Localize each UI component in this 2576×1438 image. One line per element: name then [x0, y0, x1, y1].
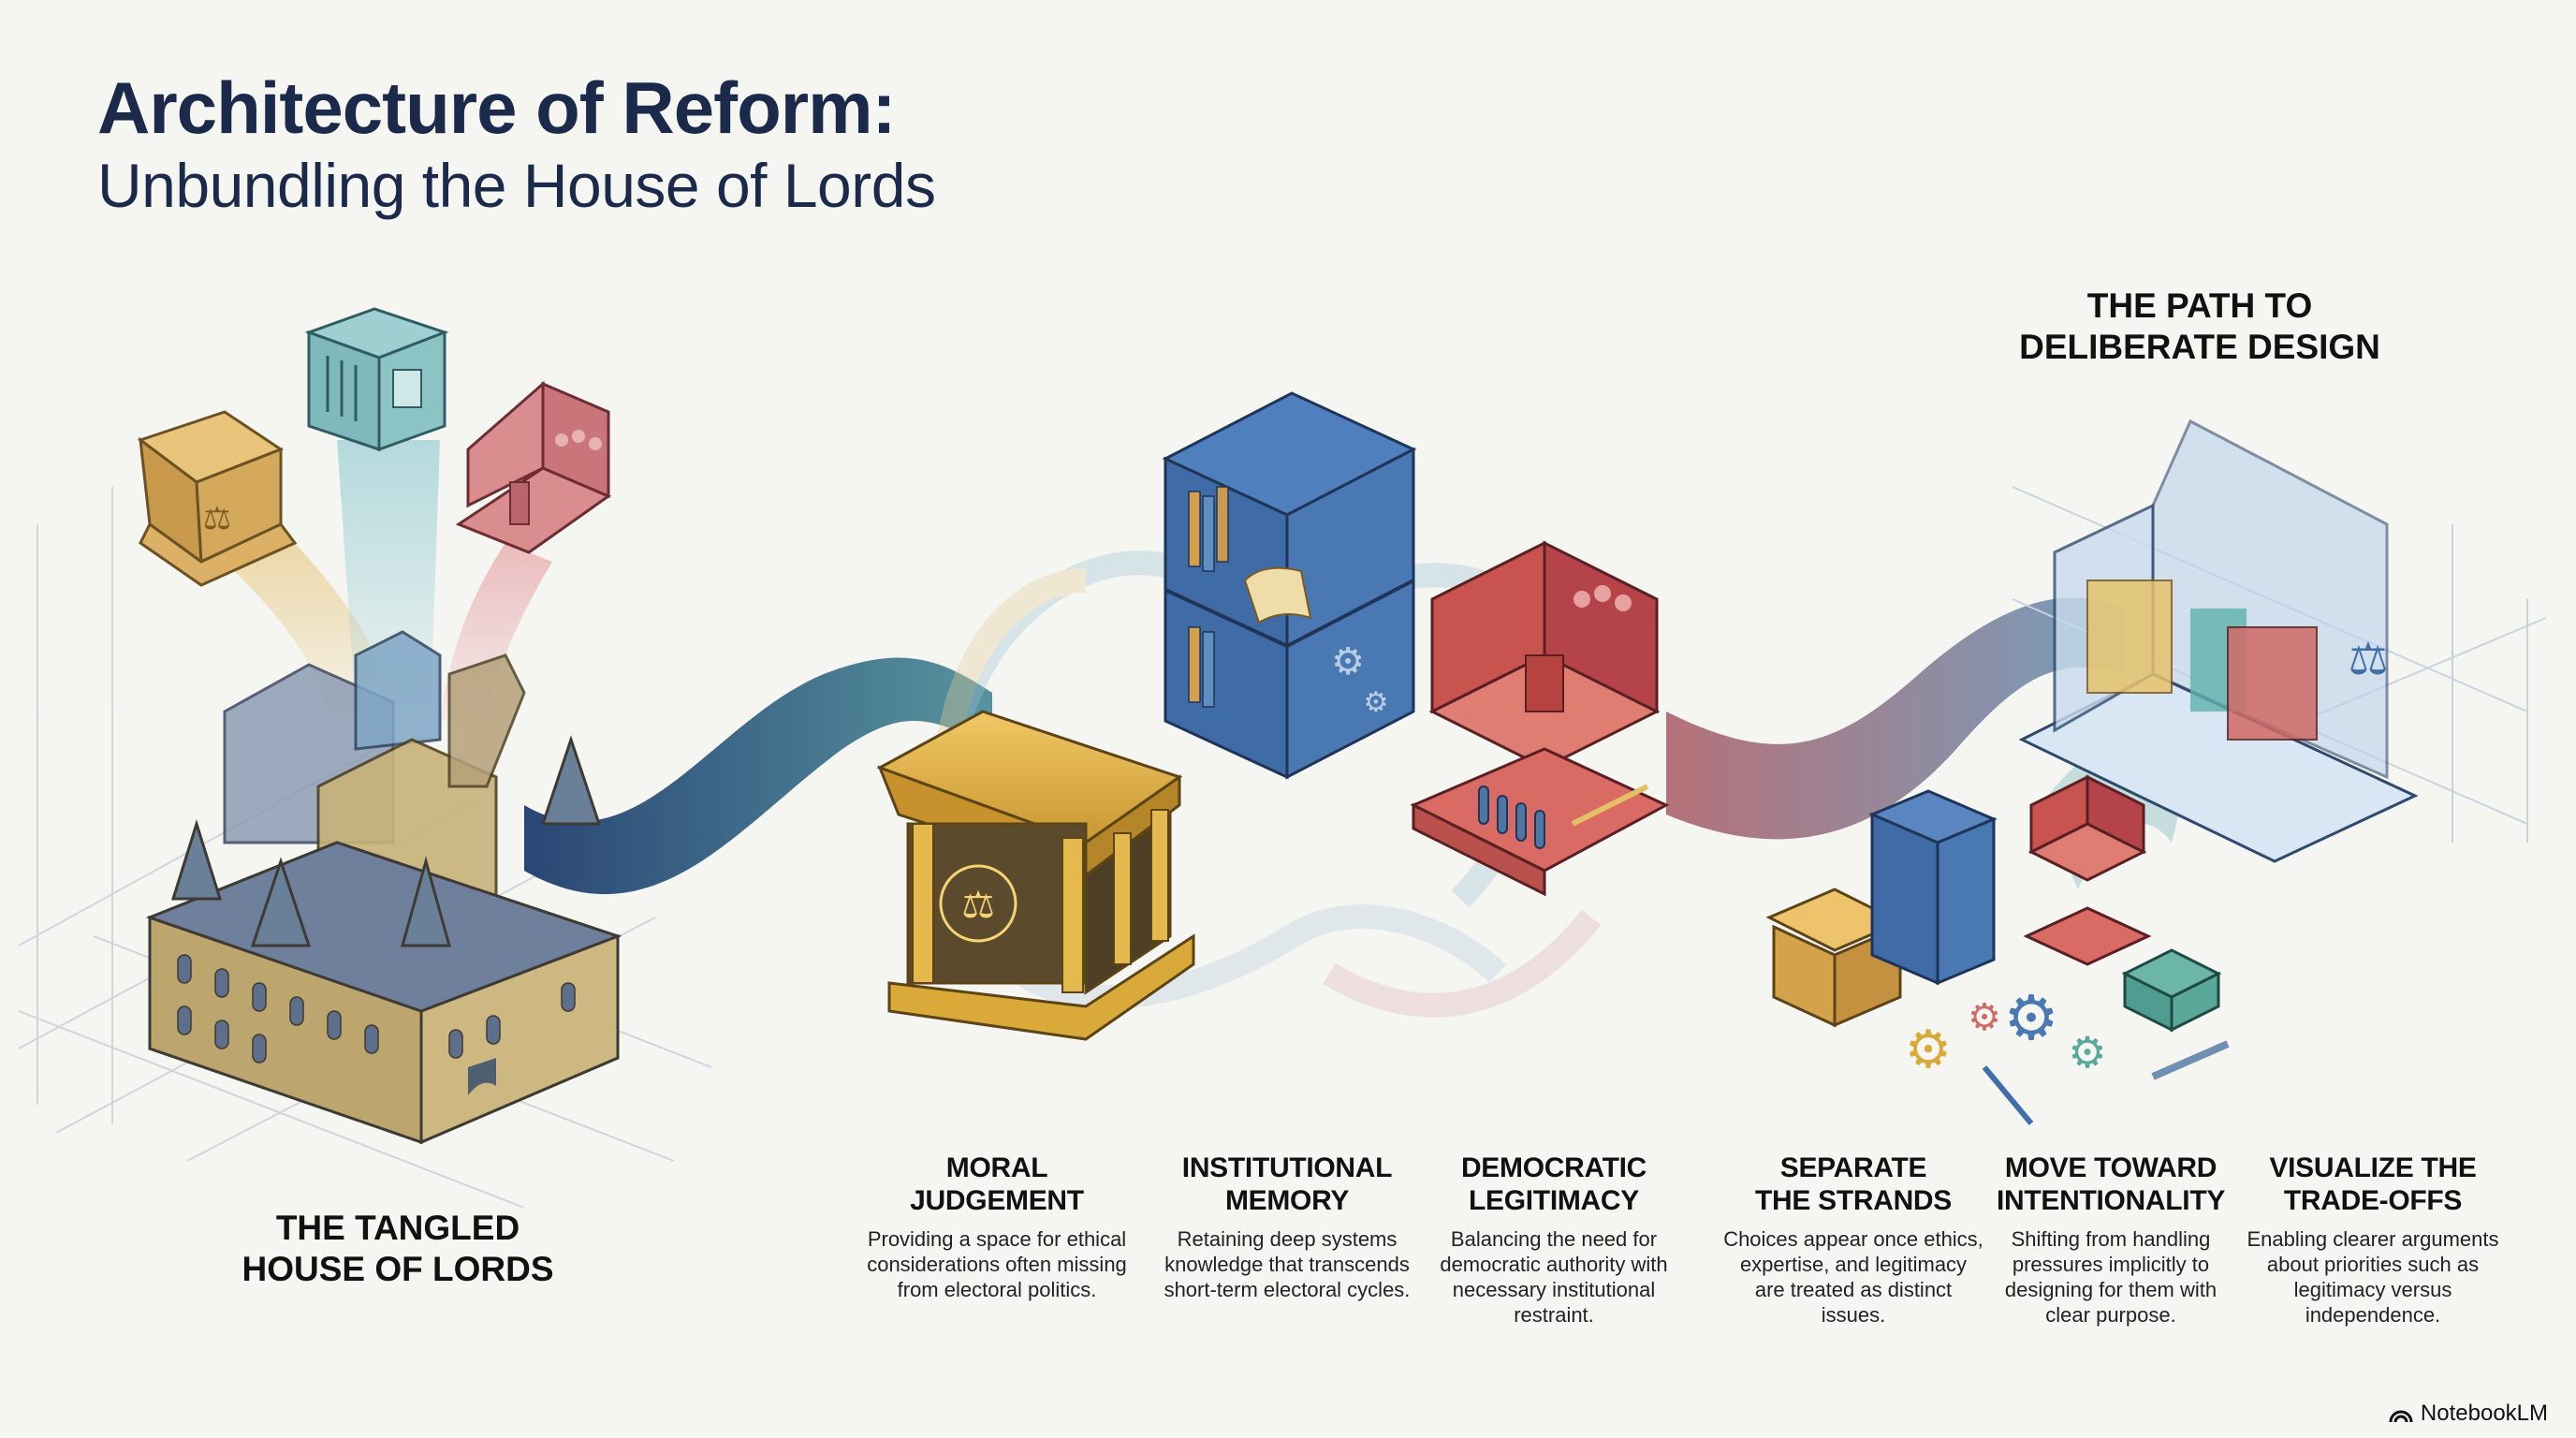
institutional-memory-bookshelf-illustration: ⚙ ⚙: [1162, 391, 1417, 780]
brand-label: NotebookLM: [2420, 1401, 2548, 1426]
svg-text:⚖: ⚖: [203, 501, 231, 536]
strand-description: Balancing the need for democratic author…: [1440, 1227, 1668, 1327]
svg-text:⚙: ⚙: [2003, 983, 2058, 1052]
svg-text:⚙: ⚙: [1968, 997, 2001, 1038]
page-subtitle: Unbundling the House of Lords: [97, 151, 936, 220]
notebooklm-logo-icon: [2389, 1410, 2413, 1423]
floating-temple-icon: ⚖: [137, 410, 298, 587]
branding: NotebookLM: [2389, 1401, 2548, 1427]
deliberate-design-glass-house-illustration: ⚖: [2012, 418, 2547, 863]
democratic-legitimacy-podium-illustration: [1410, 540, 1670, 897]
path-step-description: Choices appear once ethics, expertise, a…: [1723, 1227, 1983, 1327]
svg-text:⚖: ⚖: [2348, 635, 2388, 684]
strand-description: Retaining deep systems knowledge that tr…: [1164, 1227, 1411, 1301]
strand-description: Providing a space for ethical considerat…: [867, 1227, 1127, 1301]
separated-components-illustration: ⚙ ⚙ ⚙ ⚙: [1765, 774, 2230, 1125]
floating-bookshelf-icon: [304, 307, 449, 452]
path-step-description: Shifting from handling pressures implici…: [2004, 1227, 2217, 1327]
stage-label-tangled: THE TANGLED HOUSE OF LORDS: [242, 1209, 554, 1288]
svg-text:⚙: ⚙: [1905, 1020, 1952, 1078]
moral-judgement-temple-illustration: ⚖: [876, 710, 1195, 1041]
svg-text:⚙: ⚙: [1364, 687, 1389, 718]
page-title: Architecture of Reform:: [97, 66, 896, 149]
svg-text:⚖: ⚖: [961, 885, 995, 926]
ribbon-strands-to-design: [1666, 597, 2125, 840]
svg-text:⚙: ⚙: [2068, 1028, 2106, 1077]
path-step-description: Enabling clearer arguments about priorit…: [2247, 1227, 2499, 1327]
floating-podium-icon: [455, 380, 612, 554]
ribbon-tangled-to-strands: [524, 657, 992, 895]
tangled-house-illustration: ⚖: [137, 307, 622, 1145]
stage-label-deliberate-design: THE PATH TO DELIBERATE DESIGN: [2019, 286, 2380, 366]
svg-text:⚙: ⚙: [1331, 641, 1365, 682]
